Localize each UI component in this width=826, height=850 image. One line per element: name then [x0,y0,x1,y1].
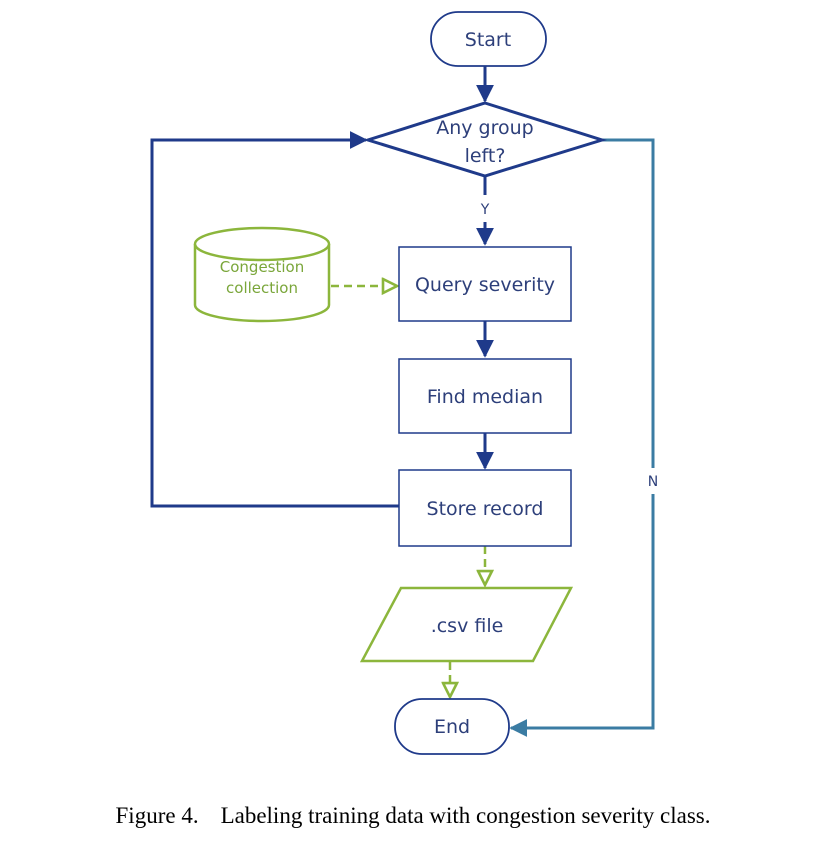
csv-file-node [359,586,574,663]
store-record-label: Store record [427,498,544,520]
store-record-node [398,469,572,547]
query-severity-label: Query severity [415,274,555,296]
end-node-label: End [434,716,470,738]
decision-node [362,101,608,178]
find-median-node [398,358,572,434]
figure-number: Figure 4. [115,803,199,828]
figure-caption-text: Labeling training data with congestion s… [220,803,711,828]
find-median-label: Find median [427,386,543,408]
edge-store-loop-back [150,131,399,508]
branch-label-no: N [648,474,658,490]
decision-node-label-line2: left? [465,145,506,167]
figure-caption: Figure 4. Labeling training data with con… [0,803,826,829]
decision-node-label-line1: Any group [436,117,534,139]
datastore-node-label-line1: Congestion [220,258,304,276]
flowchart: Y N Start Any group left? Congestion col… [150,11,658,755]
datastore-node-label-line2: collection [226,279,298,297]
query-severity-node [398,246,572,322]
start-node [430,11,547,67]
end-node [394,698,510,755]
edge-decision-no-to-end [602,138,655,468]
datastore-node [193,226,331,323]
csv-file-label: .csv file [431,615,504,637]
edge-decision-no-to-end-lower [509,494,655,737]
branch-label-yes: Y [480,202,490,218]
start-node-label: Start [465,29,511,51]
